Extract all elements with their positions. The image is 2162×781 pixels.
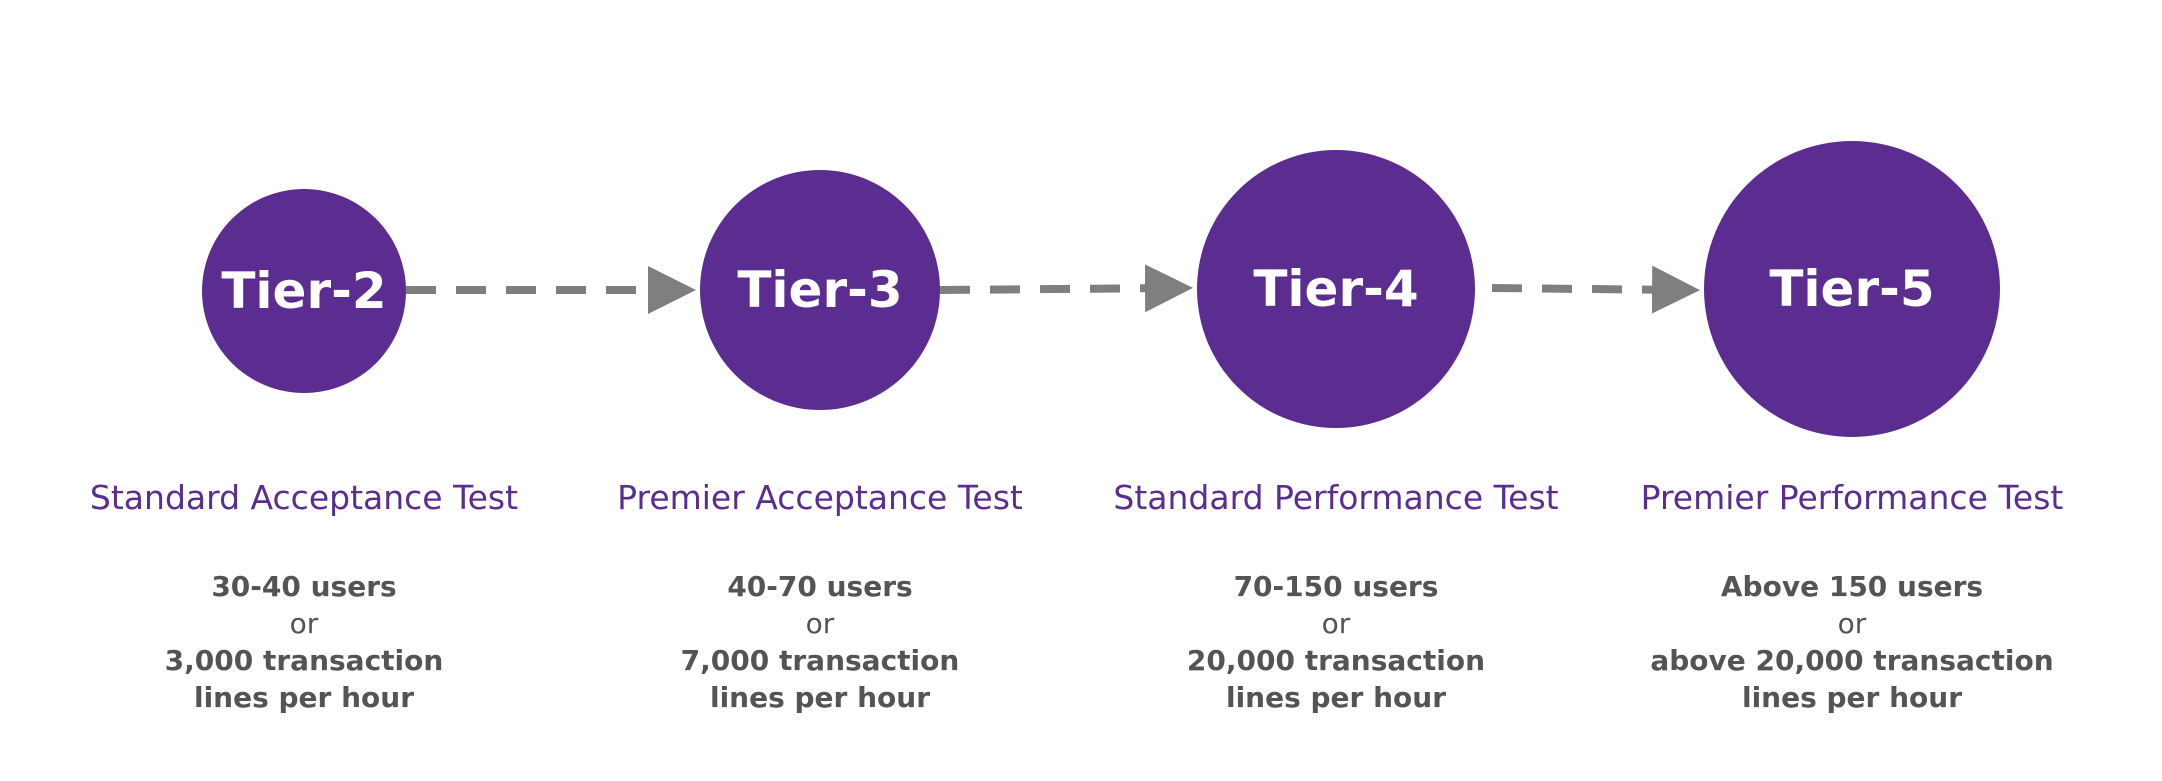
tier-4-title: Standard Performance Test <box>1113 478 1559 517</box>
tier-5-circle: Tier-5 <box>1704 141 2000 437</box>
tier-3-label: Tier-3 <box>737 261 903 319</box>
tier-3-circle: Tier-3 <box>700 170 940 410</box>
tier-4-per-hour: lines per hour <box>1225 681 1447 714</box>
tier-4-or: or <box>1321 607 1351 640</box>
tier-3-users: 40-70 users <box>727 570 913 603</box>
tier-2-or: or <box>289 607 319 640</box>
tier-2-circle: Tier-2 <box>202 189 406 393</box>
tier-3-or: or <box>805 607 835 640</box>
tier-4-transactions: 20,000 transaction <box>1186 644 1486 677</box>
arrow-tier3-to-tier4 <box>939 264 1193 313</box>
tier-4-details: 70-150 users or 20,000 transaction lines… <box>1106 568 1566 716</box>
tier-4-circle: Tier-4 <box>1197 150 1475 428</box>
tier-3-title: Premier Acceptance Test <box>617 478 1023 517</box>
tier-3-details: 40-70 users or 7,000 transaction lines p… <box>590 568 1050 716</box>
tier-5-details: Above 150 users or above 20,000 transact… <box>1622 568 2082 716</box>
tier-4-label: Tier-4 <box>1253 260 1419 318</box>
tier-5-or: or <box>1837 607 1867 640</box>
arrow-tier4-to-tier5 <box>1491 265 1700 314</box>
tier-2-users: 30-40 users <box>211 570 397 603</box>
tier-5-per-hour: lines per hour <box>1741 681 1963 714</box>
tier-2-title: Standard Acceptance Test <box>89 478 519 517</box>
tier-5-transactions: above 20,000 transaction <box>1650 644 2054 677</box>
tier-4-users: 70-150 users <box>1233 570 1439 603</box>
tier-2-label: Tier-2 <box>221 262 387 320</box>
tier-5-title: Premier Performance Test <box>1640 478 2064 517</box>
tier-2-transactions: 3,000 transaction <box>164 644 444 677</box>
tier-3-transactions: 7,000 transaction <box>680 644 960 677</box>
tier-2-per-hour: lines per hour <box>193 681 415 714</box>
tier-3-per-hour: lines per hour <box>709 681 931 714</box>
tier-5-users: Above 150 users <box>1720 570 1984 603</box>
tier-5-label: Tier-5 <box>1769 260 1935 318</box>
tier-2-details: 30-40 users or 3,000 transaction lines p… <box>74 568 534 716</box>
